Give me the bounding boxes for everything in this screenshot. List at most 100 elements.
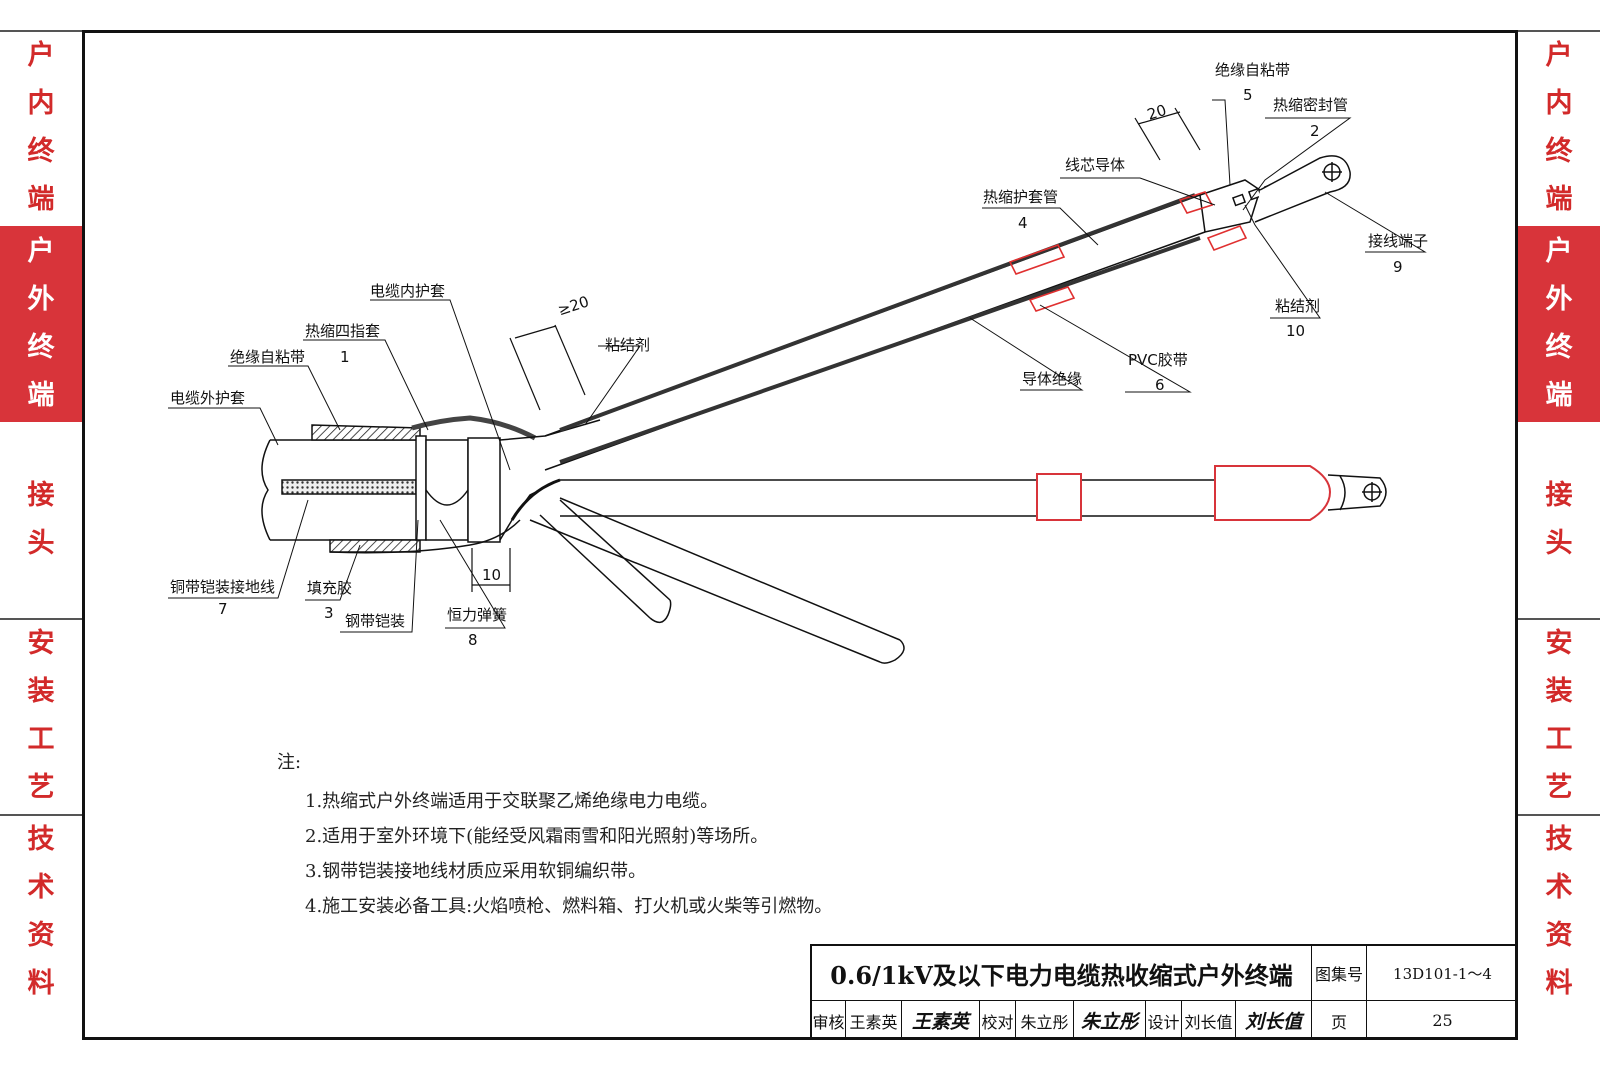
- right-tab-install[interactable]: 安 装 工 艺: [1518, 618, 1600, 814]
- checker-name: 朱立彤: [1016, 1001, 1074, 1040]
- drawing-frame: [82, 30, 1518, 1040]
- tab-char: 安: [1545, 628, 1573, 659]
- label-spring: 恒力弹簧: [447, 606, 507, 624]
- tab-char: 户: [1545, 236, 1573, 267]
- label-num-4: 4: [1018, 214, 1028, 232]
- designer-signature: 刘长值: [1236, 1001, 1312, 1040]
- label-dim-10: 10: [482, 566, 501, 584]
- note-item: 2.适用于室外环境下(能经受风霜雨雪和阳光照射)等场所。: [305, 826, 769, 847]
- label-shrink-seal-tube: 热缩密封管: [1273, 96, 1348, 114]
- tab-char: 端: [27, 380, 55, 411]
- tab-char: 终: [1545, 332, 1573, 363]
- note-item: 1.热缩式户外终端适用于交联聚乙烯绝缘电力电缆。: [305, 791, 719, 812]
- label-num-6: 6: [1155, 376, 1165, 394]
- left-tab-joint[interactable]: 接 头: [0, 422, 82, 618]
- right-tab-outdoor[interactable]: 户 外 终 端: [1518, 226, 1600, 422]
- tab-char: 户: [27, 236, 55, 267]
- tab-char: 工: [27, 724, 55, 755]
- tab-char: 术: [1545, 872, 1573, 903]
- tab-char: 内: [27, 88, 55, 119]
- upper-branch-shrink-marks: [1008, 191, 1248, 312]
- tab-char: 头: [1545, 528, 1573, 559]
- tab-char: 头: [27, 528, 55, 559]
- tab-char: 户: [27, 40, 55, 71]
- middle-branch-core: [560, 474, 1387, 517]
- label-num-10: 10: [1286, 322, 1305, 340]
- left-tab-tech[interactable]: 技 术 资 料: [0, 814, 82, 1010]
- tab-char: 端: [1545, 380, 1573, 411]
- tab-char: 装: [1545, 676, 1573, 707]
- left-tab-outdoor[interactable]: 户 外 终 端: [0, 226, 82, 422]
- label-copper-armor: 钢带铠装: [345, 612, 405, 630]
- tab-divider: [1518, 814, 1600, 816]
- tab-divider: [0, 814, 82, 816]
- checker-signature: 朱立彤: [1074, 1001, 1146, 1040]
- label-insulating-tape-left: 绝缘自粘带: [230, 348, 305, 366]
- atlas-label: 图集号: [1312, 946, 1367, 1001]
- label-num-8: 8: [468, 631, 478, 649]
- label-shrink-sleeve: 热缩护套管: [983, 188, 1058, 206]
- tab-char: 装: [27, 676, 55, 707]
- tab-char: 艺: [1545, 772, 1573, 803]
- label-insulating-tape-top: 绝缘自粘带: [1215, 61, 1290, 79]
- tab-char: 端: [1545, 184, 1573, 215]
- tab-char: 料: [27, 968, 55, 999]
- tab-char: 终: [27, 136, 55, 167]
- right-tab-joint[interactable]: 接 头: [1518, 422, 1600, 618]
- label-num-5: 5: [1243, 86, 1253, 104]
- tab-divider: [1518, 30, 1600, 32]
- drawing-title: 0.6/1kV及以下电力电缆热收缩式户外终端: [812, 946, 1312, 1001]
- tab-char: 技: [27, 824, 55, 855]
- tab-char: 外: [27, 284, 55, 315]
- title-block: 0.6/1kV及以下电力电缆热收缩式户外终端 图集号 13D101-1～4 审核…: [810, 944, 1518, 1040]
- reviewer-signature: 王素英: [902, 1001, 980, 1040]
- label-num-3: 3: [324, 604, 334, 622]
- tab-char: 术: [27, 872, 55, 903]
- tab-divider: [0, 618, 82, 620]
- reviewer-name: 王素英: [846, 1001, 902, 1040]
- tab-divider: [0, 30, 82, 32]
- label-num-9: 9: [1393, 258, 1403, 276]
- tab-char: 资: [1545, 920, 1573, 951]
- label-dim-ge20: ≥20: [555, 292, 591, 319]
- tab-char: 资: [27, 920, 55, 951]
- label-inner-sheath: 电缆内护套: [370, 282, 445, 300]
- lower-branches: [510, 478, 905, 664]
- label-num-7: 7: [218, 600, 228, 618]
- leader-lines: [168, 99, 1427, 633]
- tab-char: 接: [27, 480, 55, 511]
- note-item: 4.施工安装必备工具:火焰喷枪、燃料箱、打火机或火柴等引燃物。: [305, 896, 833, 917]
- callout-labels: 绝缘自粘带 5 热缩密封管 2 20 线芯导体 热缩护套管 4 接线端子 9 粘…: [170, 61, 1428, 649]
- tab-char: 外: [1545, 284, 1573, 315]
- label-num-2: 2: [1310, 122, 1320, 140]
- page-label: 页: [1312, 1001, 1367, 1040]
- label-terminal: 接线端子: [1368, 232, 1428, 250]
- label-conductor-insulation: 导体绝缘: [1022, 370, 1082, 388]
- left-tab-indoor[interactable]: 户 内 终 端: [0, 30, 82, 226]
- tab-char: 终: [1545, 136, 1573, 167]
- check-label: 校对: [980, 1001, 1016, 1040]
- left-tab-install[interactable]: 安 装 工 艺: [0, 618, 82, 814]
- label-adhesive-left: 粘结剂: [605, 336, 650, 354]
- label-four-finger: 热缩四指套: [305, 322, 380, 340]
- label-dim-20: 20: [1145, 101, 1169, 124]
- label-armor-ground: 铜带铠装接地线: [170, 578, 275, 596]
- note-item: 3.钢带铠装接地线材质应采用软铜编织带。: [305, 861, 647, 882]
- tab-char: 接: [1545, 480, 1573, 511]
- atlas-number: 13D101-1～4: [1367, 946, 1518, 1001]
- review-label: 审核: [812, 1001, 846, 1040]
- tab-char: 端: [27, 184, 55, 215]
- right-tab-indoor[interactable]: 户 内 终 端: [1518, 30, 1600, 226]
- label-outer-sheath: 电缆外护套: [170, 389, 245, 407]
- tab-char: 终: [27, 332, 55, 363]
- label-core-conductor: 线芯导体: [1065, 156, 1125, 174]
- tab-char: 料: [1545, 968, 1573, 999]
- tab-char: 户: [1545, 40, 1573, 71]
- label-filler: 填充胶: [307, 579, 352, 597]
- design-label: 设计: [1146, 1001, 1182, 1040]
- tab-divider: [1518, 618, 1600, 620]
- tab-char: 工: [1545, 724, 1573, 755]
- right-tab-tech[interactable]: 技 术 资 料: [1518, 814, 1600, 1010]
- tab-char: 艺: [27, 772, 55, 803]
